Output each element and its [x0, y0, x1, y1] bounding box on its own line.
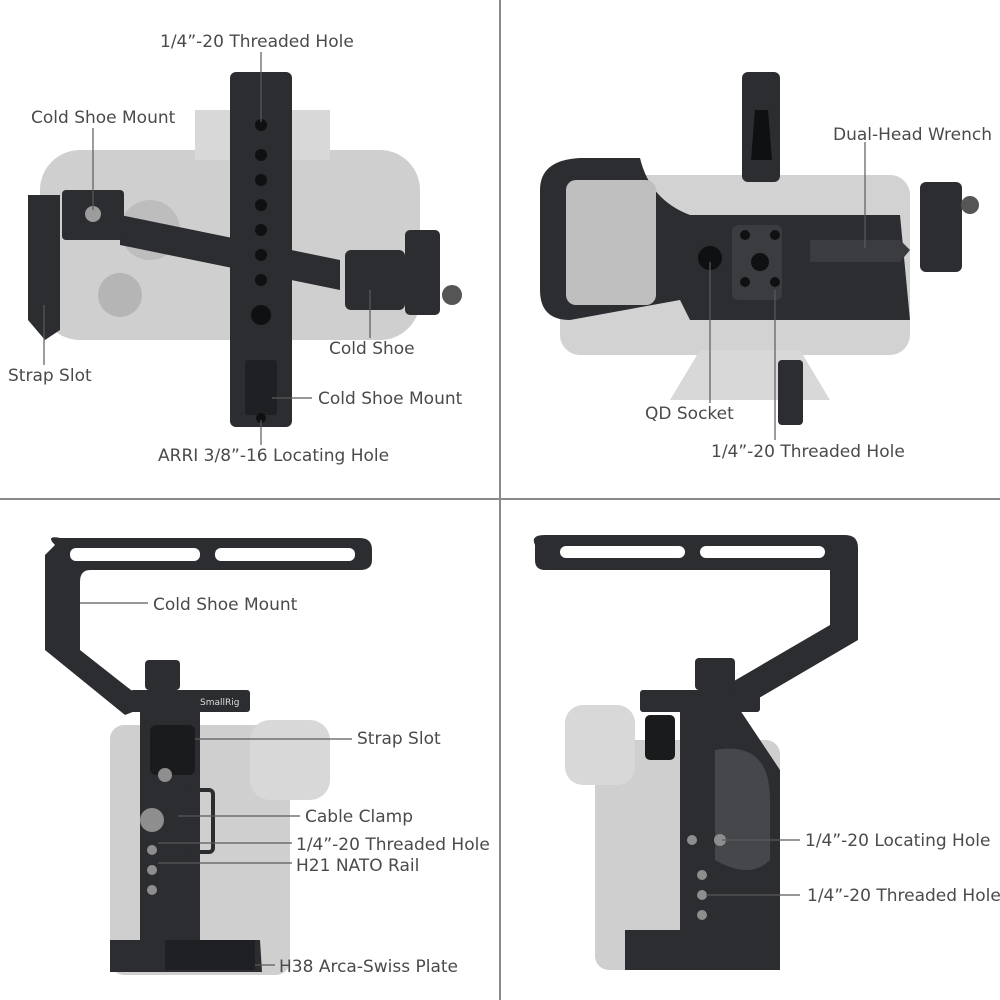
- label-threaded-hole-side: 1/4”-20 Threaded Hole: [296, 835, 490, 855]
- cold-shoe-screw-shape: [85, 206, 101, 222]
- top-handle-shape: [533, 535, 858, 715]
- label-dual-head-wrench: Dual-Head Wrench: [833, 125, 993, 145]
- vertical-divider: [499, 0, 501, 1000]
- panel-right-side-view: 1/4”-20 Locating Hole 1/4”-20 Threaded H…: [500, 500, 1000, 1000]
- handle-slot-shape: [751, 110, 772, 160]
- handle-holes-group: [251, 119, 271, 325]
- label-arca-plate: H38 Arca-Swiss Plate: [279, 957, 459, 977]
- panel-bottom-view: Dual-Head Wrench QD Socket 1/4”-20 Threa…: [500, 0, 1000, 500]
- eyecup-shape: [250, 720, 330, 800]
- grip-shape: [715, 748, 770, 870]
- label-strap-slot-side: Strap Slot: [357, 729, 441, 749]
- panel-top-view: 1/4”-20 Threaded Hole Cold Shoe Mount St…: [0, 0, 500, 500]
- cold-shoe-bar-shape: [130, 690, 250, 712]
- strap-slot-shape: [645, 715, 675, 760]
- right-side-illustration: [533, 535, 858, 970]
- label-threaded-hole-top: 1/4”-20 Threaded Hole: [160, 32, 354, 52]
- label-cold-shoe-mount-top: Cold Shoe Mount: [31, 108, 176, 128]
- strap-slot-shape: [150, 725, 195, 775]
- label-locating-hole: 1/4”-20 Locating Hole: [805, 831, 991, 851]
- horizontal-divider: [0, 498, 1000, 500]
- side-holes-group: [140, 768, 172, 895]
- clamp-knob-shape: [961, 196, 979, 214]
- label-nato-rail: H21 NATO Rail: [296, 856, 420, 876]
- camera-dial-shape: [98, 273, 142, 317]
- handle-slot-right-shape: [215, 548, 355, 561]
- battery-door-shape: [566, 180, 656, 305]
- label-strap-slot-top: Strap Slot: [8, 366, 92, 386]
- arri-hole-shape: [256, 413, 266, 423]
- label-cold-shoe-mount-bottom: Cold Shoe Mount: [318, 389, 463, 409]
- label-cable-clamp: Cable Clamp: [305, 807, 414, 827]
- label-threaded-hole-right: 1/4”-20 Threaded Hole: [807, 886, 1000, 906]
- eyecup-shape: [670, 350, 830, 400]
- label-qd-socket: QD Socket: [645, 404, 734, 424]
- arca-plate-shape: [165, 940, 255, 970]
- cold-shoe-bar-shape: [640, 690, 760, 712]
- top-view-illustration: [28, 52, 462, 445]
- top-clamp-shape: [145, 660, 180, 690]
- side-clamp-shape: [920, 182, 962, 272]
- left-cage-rail-shape: [28, 195, 60, 340]
- wrench-shape: [810, 240, 910, 262]
- top-handle-shape: [45, 537, 372, 715]
- cold-shoe-block-shape: [345, 250, 405, 310]
- eyecup-shape: [565, 705, 635, 785]
- top-clamp-shape: [695, 658, 735, 690]
- brand-logo-text: SmallRig: [200, 698, 239, 708]
- side-holes-group: [687, 834, 726, 920]
- plate-holes-group: [698, 230, 780, 287]
- left-side-illustration: SmallRig: [45, 537, 372, 975]
- clamp-knob-shape: [442, 285, 462, 305]
- label-cold-shoe-mount-side: Cold Shoe Mount: [153, 595, 298, 615]
- label-arri-hole: ARRI 3/8”-16 Locating Hole: [158, 446, 390, 466]
- handle-slot-left-shape: [70, 548, 200, 561]
- bottom-view-illustration: [540, 72, 979, 440]
- grip-strap-shape: [778, 360, 803, 425]
- panel-left-side-view: SmallRig Cold Shoe Mount Strap Slot Cabl…: [0, 500, 500, 1000]
- side-clamp-shape: [405, 230, 440, 315]
- label-threaded-hole-bottom-view: 1/4”-20 Threaded Hole: [711, 442, 905, 462]
- handle-slot-left-shape: [560, 546, 685, 558]
- label-cold-shoe: Cold Shoe: [329, 339, 415, 359]
- cold-shoe-mount-bottom-shape: [245, 360, 277, 415]
- handle-slot-right-shape: [700, 546, 825, 558]
- cable-clamp-shape: [183, 788, 215, 854]
